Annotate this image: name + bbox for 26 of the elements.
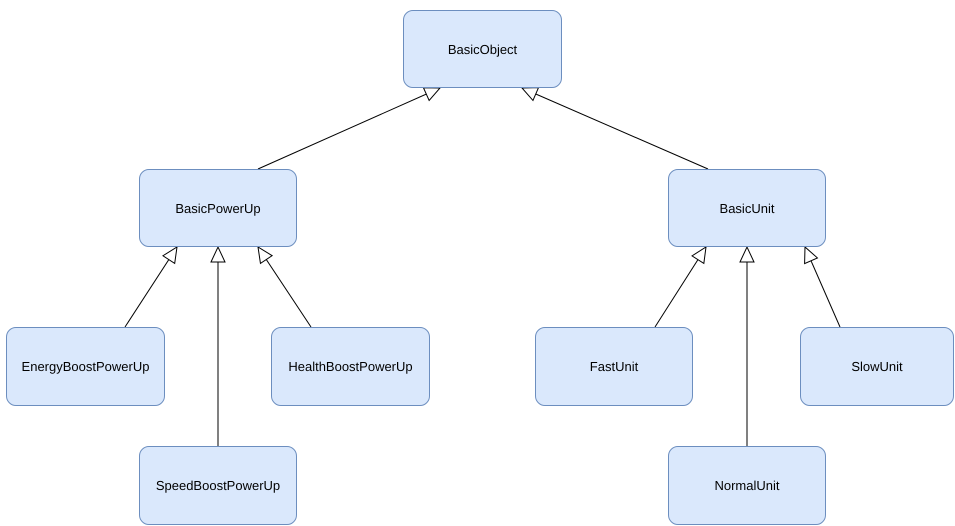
class-name: EnergyBoostPowerUp bbox=[22, 359, 150, 374]
inheritance-arrow bbox=[210, 246, 226, 446]
class-name: BasicUnit bbox=[720, 200, 774, 216]
inheritance-arrow bbox=[740, 246, 754, 446]
inheritance-arrow bbox=[124, 246, 178, 328]
class-box bbox=[535, 327, 693, 406]
class-box bbox=[668, 169, 826, 247]
class-name: SlowUnit bbox=[851, 359, 903, 374]
class-name: SpeedBoostPowerUp bbox=[156, 478, 280, 493]
class-name: BasicObject bbox=[448, 42, 518, 56]
inheritance-arrow bbox=[258, 87, 440, 170]
inheritance-arrow bbox=[258, 246, 312, 328]
class-box bbox=[271, 327, 430, 406]
class-box bbox=[403, 10, 562, 88]
inheritance-arrow bbox=[654, 246, 706, 328]
class-name: NormalUnit bbox=[714, 478, 780, 493]
class-box bbox=[668, 446, 826, 525]
class-name: BasicPowerUp bbox=[175, 200, 261, 216]
class-name: HealthBoostPowerUp bbox=[288, 359, 413, 374]
class-box bbox=[6, 327, 165, 406]
class-box bbox=[139, 169, 297, 247]
class-box bbox=[139, 446, 297, 525]
class-box bbox=[800, 327, 954, 406]
inheritance-arrow bbox=[522, 87, 708, 170]
inheritance-arrow bbox=[804, 246, 840, 328]
class-name: FastUnit bbox=[590, 359, 638, 374]
